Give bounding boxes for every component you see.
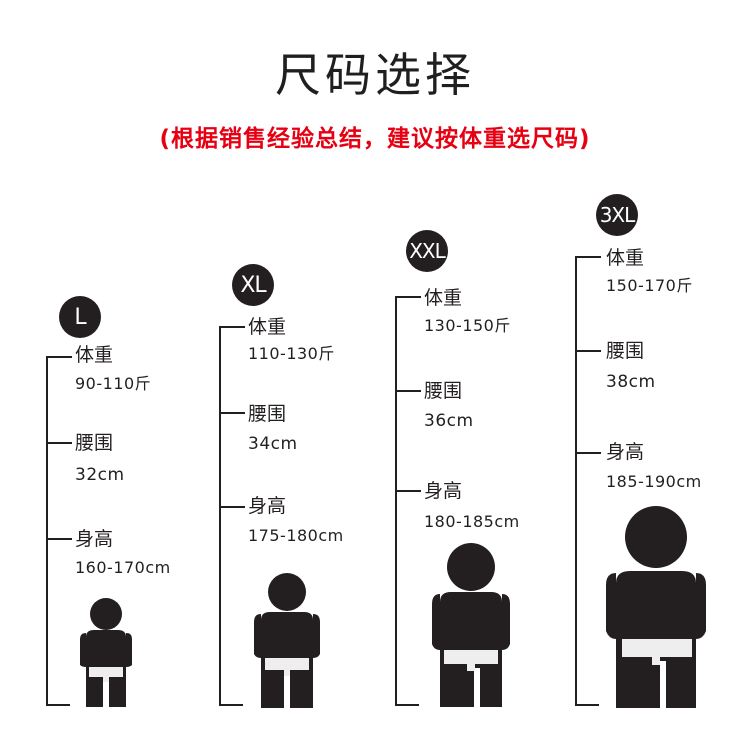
waist-value: 34cm [248, 434, 298, 454]
waist-label: 腰围 [75, 432, 114, 454]
scale-tick [575, 256, 601, 258]
scale-line [575, 256, 577, 706]
weight-value: 110-130斤 [248, 344, 335, 363]
scale-tick [395, 296, 421, 298]
scale-tick [46, 356, 72, 358]
scale-tick [219, 506, 245, 508]
scale-tick [395, 490, 421, 492]
weight-value: 150-170斤 [606, 276, 693, 295]
person-figure-icon [432, 543, 510, 707]
scale-tick [219, 412, 245, 414]
height-label: 身高 [606, 441, 645, 463]
scale-tick [395, 704, 419, 706]
height-label: 身高 [424, 480, 463, 502]
scale-line [219, 326, 221, 706]
waist-value: 36cm [424, 411, 474, 431]
person-figure-icon [254, 573, 320, 708]
height-label: 身高 [75, 528, 114, 550]
waist-value: 38cm [606, 372, 656, 392]
person-figure-icon [80, 598, 132, 707]
page-subtitle: (根据销售经验总结，建议按体重选尺码) [159, 126, 591, 152]
scale-tick [46, 538, 72, 540]
weight-label: 体重 [424, 287, 463, 309]
size-badge: XL [232, 264, 274, 306]
weight-label: 体重 [606, 247, 645, 269]
waist-label: 腰围 [248, 403, 287, 425]
scale-tick [575, 704, 599, 706]
size-badge: L [59, 296, 101, 338]
scale-line [395, 296, 397, 706]
height-label: 身高 [248, 495, 287, 517]
scale-line [46, 356, 48, 706]
size-badge: XXL [406, 230, 448, 272]
person-figure-icon [606, 506, 706, 708]
height-value: 160-170cm [75, 558, 171, 577]
height-value: 185-190cm [606, 472, 702, 491]
weight-value: 130-150斤 [424, 316, 511, 335]
scale-tick [395, 390, 421, 392]
weight-label: 体重 [75, 344, 114, 366]
scale-tick [575, 350, 601, 352]
scale-tick [46, 442, 72, 444]
page-title: 尺码选择 [275, 48, 475, 102]
height-value: 180-185cm [424, 512, 520, 531]
weight-value: 90-110斤 [75, 374, 152, 393]
scale-tick [46, 704, 70, 706]
scale-tick [575, 452, 601, 454]
height-value: 175-180cm [248, 526, 344, 545]
waist-label: 腰围 [424, 380, 463, 402]
size-badge: 3XL [596, 194, 638, 236]
scale-tick [219, 326, 245, 328]
waist-label: 腰围 [606, 340, 645, 362]
waist-value: 32cm [75, 465, 125, 485]
weight-label: 体重 [248, 316, 287, 338]
scale-tick [219, 704, 243, 706]
